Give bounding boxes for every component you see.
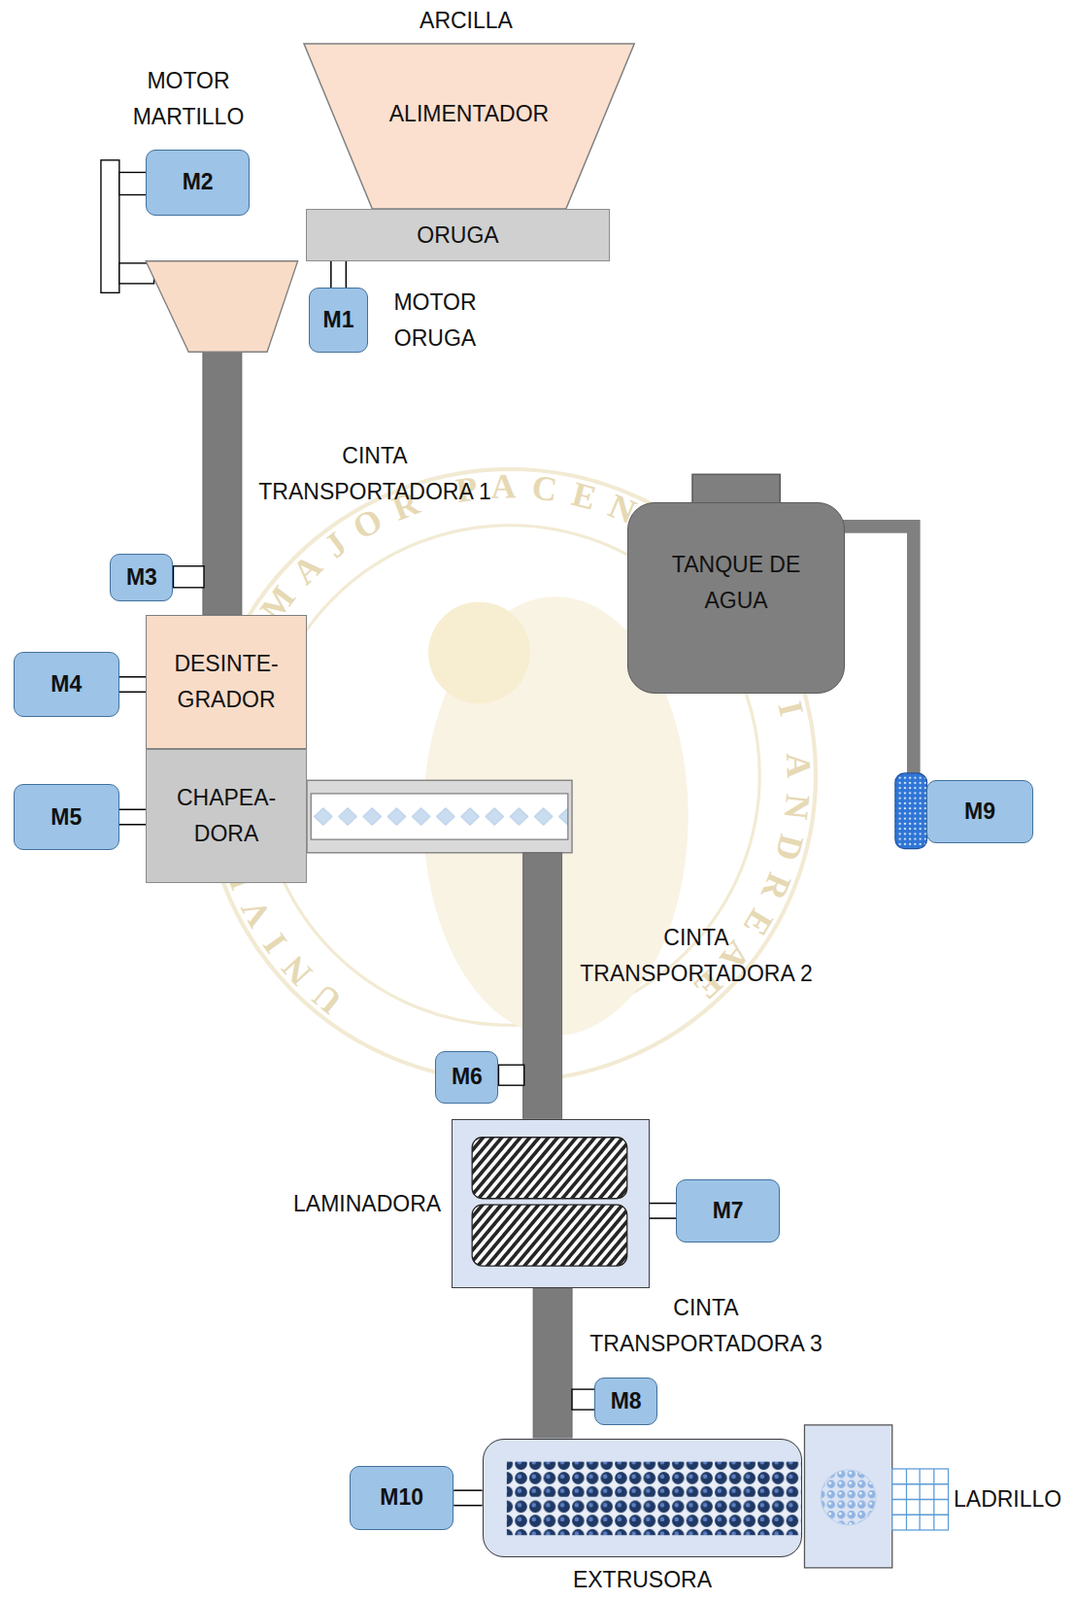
shaft-outline: [649, 1202, 676, 1219]
node-text: ALIMENTADOR: [389, 96, 549, 133]
conveyor-label: CINTA TRANSPORTADORA 2: [555, 919, 838, 992]
motor-id: M2: [182, 164, 214, 201]
motor-box: M2: [145, 149, 250, 215]
conveyor-label: CINTA TRANSPORTADORA 1: [234, 437, 516, 510]
shaft-fill: [332, 261, 346, 288]
conveyor-label: CINTA TRANSPORTADORA 3: [565, 1289, 847, 1362]
shaft-fill: [119, 677, 146, 692]
hopper-outline: [303, 43, 635, 209]
conveyor-belt: [533, 1287, 572, 1438]
motor-id: M5: [50, 799, 82, 836]
conveyor-belt: [523, 852, 563, 1119]
motor-id: M1: [323, 302, 355, 338]
hammer-hopper: [145, 261, 298, 352]
hammer-bracket: [100, 160, 120, 293]
roller: [471, 1204, 628, 1266]
node-text: DESINTE- GRADOR: [158, 645, 295, 718]
motor-shaft: [498, 1064, 524, 1085]
extrusion-die: [804, 1424, 892, 1568]
shaft-outline: [119, 675, 146, 693]
motor-box: M1: [308, 287, 369, 353]
motor-id: M3: [126, 559, 158, 596]
screw-shaft: [506, 1496, 801, 1500]
motor-box: M10: [349, 1465, 454, 1530]
rolling-mill-body: [451, 1118, 650, 1288]
product-label: LADRILLO: [953, 1480, 1071, 1517]
shaft-fill: [119, 809, 146, 824]
water-tank: TANQUE DE AGUA: [627, 502, 846, 694]
extruder-box: EXTRUSORA: [482, 1438, 804, 1558]
brick-outline: [892, 1468, 949, 1530]
motor-box: M3: [109, 553, 173, 602]
motor-id: M6: [451, 1058, 483, 1095]
shaft-outline: [453, 1488, 482, 1506]
brick-symbol: [892, 1468, 949, 1530]
roller: [471, 1137, 628, 1199]
motor-id: M8: [610, 1382, 642, 1419]
tank-cap: [692, 473, 780, 505]
hopper-shape: [303, 43, 635, 209]
machine-name: EXTRUSORA: [572, 1564, 712, 1594]
node-text: TANQUE DE AGUA: [658, 546, 814, 619]
motor-shaft: [172, 566, 204, 588]
edge-layer: [119, 261, 676, 1498]
node-text: ORUGA: [416, 217, 499, 254]
motor-shaft: [649, 1209, 676, 1211]
shaft-outline: [119, 808, 146, 826]
rolling-mill-box: LAMINADORA: [451, 1118, 650, 1288]
motor-box: M8: [594, 1377, 658, 1425]
extruder-body: [482, 1437, 804, 1557]
screw-flights: [310, 793, 569, 840]
motor-box: M9: [926, 779, 1033, 843]
crawler-feeder: ORUGA: [305, 208, 610, 262]
shaft-fill: [453, 1490, 482, 1505]
node-text: CHAPEA- DORA: [158, 779, 295, 852]
motor-shaft: [119, 816, 146, 818]
conveyor-belt: [202, 351, 242, 615]
screw-conveyor: [306, 779, 572, 853]
motor-id: M9: [964, 793, 996, 830]
feeder-hopper: ALIMENTADOR: [303, 43, 635, 209]
motor-box: M7: [675, 1178, 780, 1243]
water-pump: [895, 772, 928, 849]
motor-label: MOTOR ORUGA: [371, 284, 499, 357]
motor-label: MOTOR MARTILLO: [105, 63, 271, 135]
motor-shaft: [453, 1496, 482, 1498]
motor-box: M4: [13, 651, 120, 717]
motor-box: M6: [435, 1050, 499, 1105]
motor-shaft: [337, 261, 339, 288]
motor-id: M10: [379, 1478, 424, 1515]
seal-sun: [428, 602, 531, 705]
shaft-outline: [330, 261, 347, 288]
motor-shaft: [119, 171, 148, 195]
shaft-fill: [649, 1203, 676, 1217]
plating-machine-box: CHAPEA- DORA: [145, 748, 307, 884]
motor-id: M7: [712, 1192, 744, 1229]
machine-name: LAMINADORA: [293, 1184, 441, 1221]
extruder-screw: [506, 1461, 801, 1536]
die-opening: [820, 1469, 876, 1525]
motor-shaft: [119, 683, 146, 685]
motor-box: M5: [13, 783, 120, 849]
screw-housing: [306, 779, 572, 853]
brick-grid: [892, 1468, 949, 1530]
water-pipe: [841, 526, 913, 777]
disintegrator-box: DESINTE- GRADOR: [145, 614, 307, 749]
motor-shaft: [571, 1388, 596, 1410]
motor-id: M4: [50, 666, 82, 703]
material-label: ARCILLA: [369, 2, 564, 39]
